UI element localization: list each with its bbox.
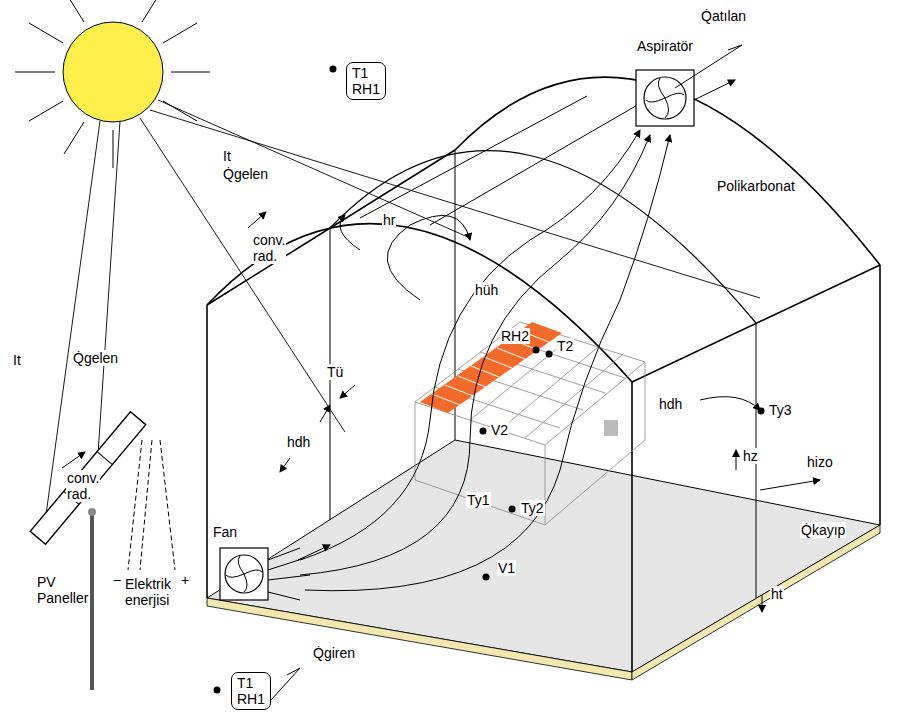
coefficient-symbol: hüh [474,282,499,298]
heat-transfer-note: conv. rad. [252,232,286,264]
coefficient-symbol: hizo [806,454,834,470]
coefficient-symbol: ht [770,586,784,602]
heat-transfer-note: conv. rad. [66,470,100,502]
polarity-sign: + [180,572,190,588]
sensor-name: RH2 [500,328,530,344]
sensor-name: Ty3 [768,402,793,418]
part-name: Aspiratör [636,38,694,54]
temperature-symbol: Tü [326,364,344,380]
sensor-name: V1 [497,560,516,576]
sensor-box: T1 RH1 [346,62,386,100]
sensor-label: T1 RH1 [237,675,265,707]
heat-flow-label: Q̇gelen [72,350,119,366]
polarity-sign: − [112,572,122,588]
heat-flow-label: Q̇atılan [700,8,747,24]
coefficient-symbol: hdh [286,434,311,450]
sensor-label: T1 RH1 [352,65,380,97]
radiation-symbol: It [222,148,232,164]
part-name: Fan [212,524,238,540]
coefficient-symbol: hdh [658,396,683,412]
radiation-symbol: It [12,352,22,368]
sensor-name: Ty2 [520,500,545,516]
sensor-name: Ty1 [466,492,491,508]
heat-flow-label: Q̇gelen [222,166,269,182]
sensor-name: V2 [490,422,509,438]
part-name: Elektrik enerjisi [124,576,172,608]
part-name: PV Paneller [36,574,89,606]
coefficient-symbol: hz [742,448,759,464]
sensor-box: T1 RH1 [231,672,271,710]
heat-flow-label: Q̇kayıp [800,522,846,538]
heat-flow-label: Q̇giren [312,645,356,661]
coefficient-symbol: hr [382,212,396,228]
part-name: Polikarbonat [716,178,796,194]
sensor-name: T2 [556,338,574,354]
